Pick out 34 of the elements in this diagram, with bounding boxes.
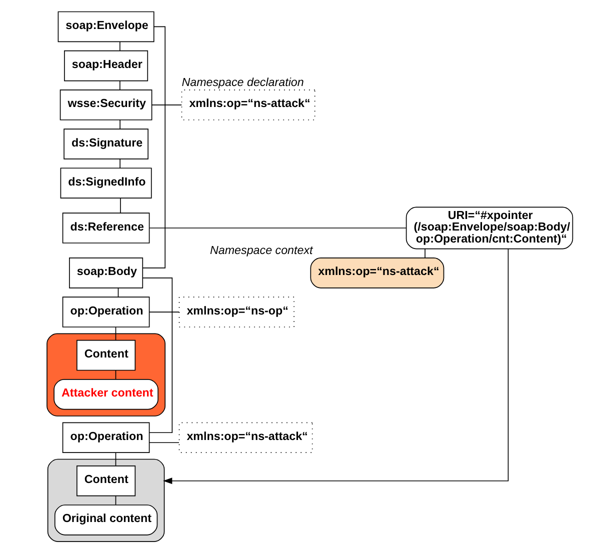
node-label: Namespace declaration bbox=[181, 76, 304, 89]
connector bbox=[142, 278, 172, 434]
node-box: xmlns:op=“ns-attack“ bbox=[178, 422, 312, 454]
connector bbox=[148, 442, 179, 444]
node-box: wsse:Security bbox=[59, 90, 152, 120]
node-box: URI=“#xpointer (/soap:Envelope/soap:Body/ op:Operation/cnt:Content)“ bbox=[405, 206, 573, 250]
arrow bbox=[162, 248, 508, 484]
cluster bbox=[46, 458, 164, 542]
node-box: soap:Envelope bbox=[57, 11, 154, 42]
node-box: soap:Body bbox=[68, 258, 143, 288]
connector bbox=[119, 120, 120, 130]
node-box: op:Operation bbox=[62, 296, 150, 328]
node-box: Original content bbox=[54, 504, 158, 536]
connector bbox=[119, 80, 120, 90]
node-box: xmlns:op=“ns-op“ bbox=[178, 296, 294, 328]
node-box: Content bbox=[76, 340, 136, 371]
node-box: Content bbox=[76, 465, 136, 496]
node-box: xmlns:op=“ns-attack“ bbox=[180, 90, 315, 120]
connector bbox=[114, 326, 116, 340]
node-box: ds:Reference bbox=[62, 212, 150, 244]
node-box: xmlns:op=“ns-attack“ bbox=[310, 258, 444, 288]
node-label: Namespace context bbox=[210, 244, 312, 257]
node-box: Attacker content bbox=[53, 378, 158, 410]
connector bbox=[114, 452, 116, 466]
node-box: ds:Signature bbox=[63, 128, 148, 160]
node-box: op:Operation bbox=[62, 422, 150, 454]
connector bbox=[119, 158, 120, 168]
connector bbox=[150, 104, 182, 106]
connector bbox=[119, 41, 120, 52]
node-box: soap:Header bbox=[64, 50, 148, 82]
connector bbox=[142, 26, 165, 268]
node-box: ds:SignedInfo bbox=[60, 168, 152, 198]
connector bbox=[424, 248, 425, 258]
cluster bbox=[46, 333, 165, 416]
